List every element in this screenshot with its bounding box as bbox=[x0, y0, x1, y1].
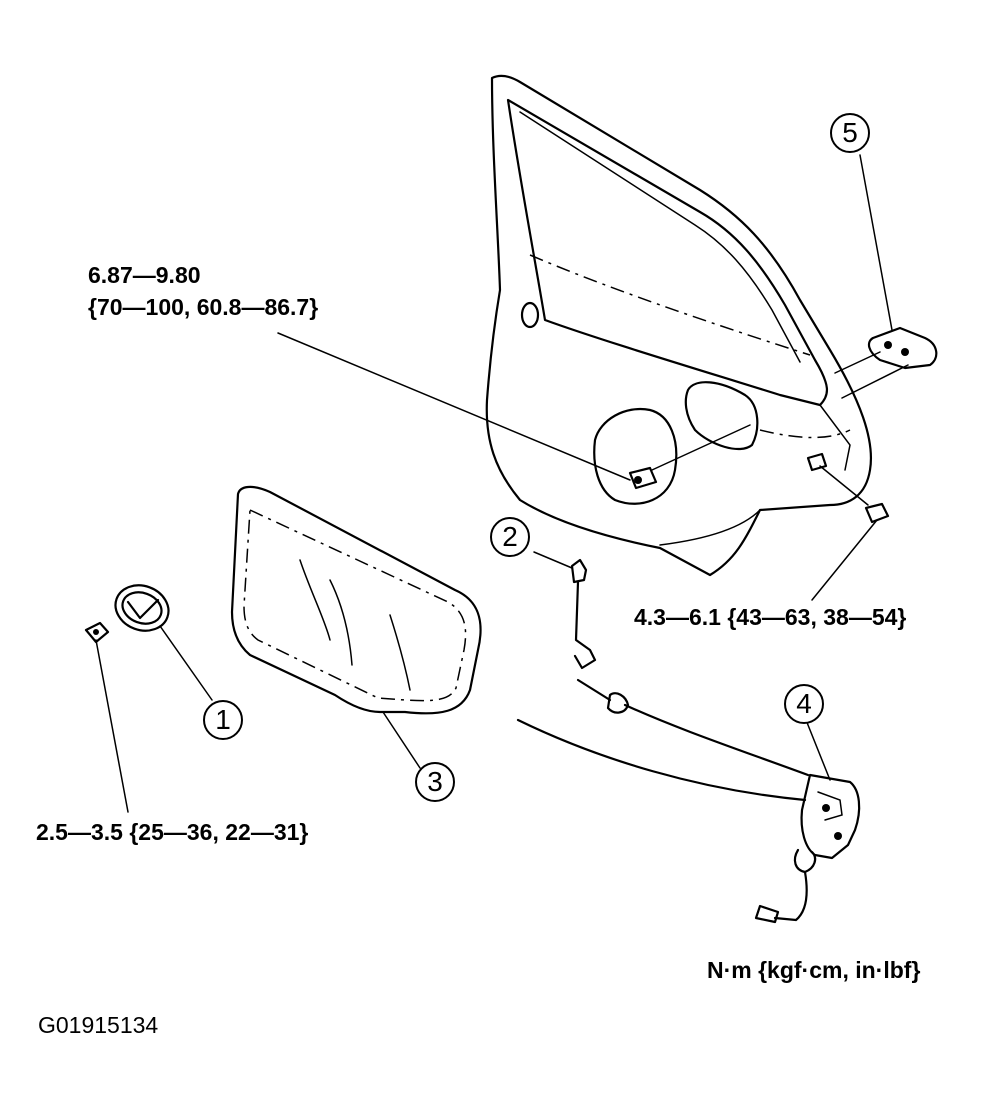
callout-5: 5 bbox=[830, 113, 870, 153]
part-5-door-check bbox=[834, 154, 938, 399]
part-4-door-latch bbox=[516, 718, 861, 924]
callout-1: 1 bbox=[203, 700, 243, 740]
callout-3: 3 bbox=[415, 762, 455, 802]
figure-code: G01915134 bbox=[38, 1012, 159, 1038]
callout-2: 2 bbox=[490, 517, 530, 557]
torque-label-left-bolt: 2.5—3.5 {25—36, 22—31} bbox=[36, 819, 309, 845]
rear-door-panel bbox=[485, 74, 872, 577]
torque-label-right-bolt: 4.3—6.1 {43—63, 38—54} bbox=[634, 604, 907, 630]
upper-bolt bbox=[277, 332, 751, 490]
torque-label-upper-bolt-line1: 6.87—9.80 bbox=[88, 262, 201, 288]
part-2-rod-clip bbox=[533, 551, 810, 777]
right-bolt bbox=[806, 452, 890, 601]
callout-4: 4 bbox=[784, 684, 824, 724]
units-label: N·m {kgf·cm, in·lbf} bbox=[707, 957, 921, 983]
torque-label-upper-bolt-line2: {70—100, 60.8—86.7} bbox=[88, 294, 319, 320]
part-1-handle-cover bbox=[84, 584, 213, 813]
part-3-sealing-screen bbox=[230, 485, 482, 769]
